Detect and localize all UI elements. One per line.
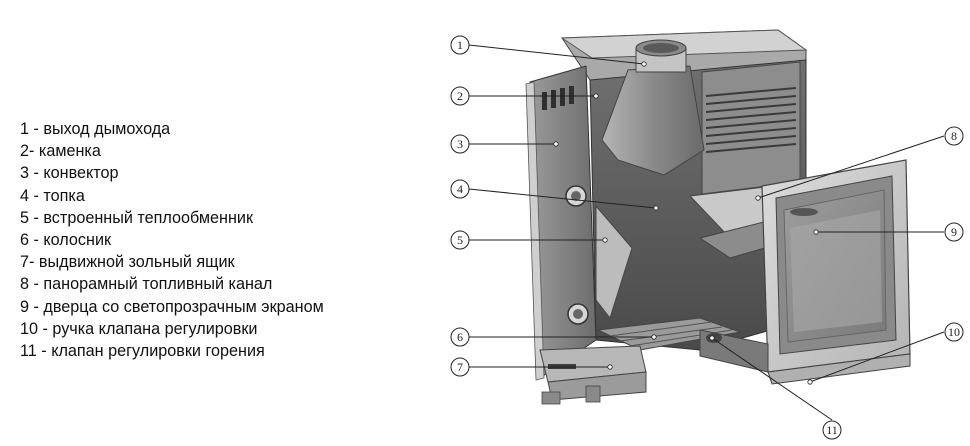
callouts: 1 2 3 4 5 6 7 8 xyxy=(450,35,964,440)
door-handle-icon xyxy=(790,208,818,216)
leader-dots xyxy=(553,61,819,385)
legend-item-1: 1 - выход дымохода xyxy=(20,120,171,138)
svg-text:6: 6 xyxy=(457,330,463,344)
callout-10: 10 xyxy=(944,322,964,342)
svg-text:9: 9 xyxy=(951,225,957,239)
legend-item-11: 11 - клапан регулировки горения xyxy=(20,342,265,361)
callout-1: 1 xyxy=(450,35,470,55)
legend-item-9: 9 - дверца со светопрозрачным экраном xyxy=(20,297,324,316)
svg-text:1: 1 xyxy=(457,38,463,52)
svg-text:11: 11 xyxy=(826,423,838,437)
callout-5: 5 xyxy=(450,230,470,250)
svg-text:7: 7 xyxy=(457,360,463,374)
svg-text:4: 4 xyxy=(457,182,463,196)
callout-2: 2 xyxy=(450,86,470,106)
legend-item-6: 6 - колосник xyxy=(20,231,112,250)
callout-9: 9 xyxy=(944,222,964,242)
leader-lines xyxy=(468,44,945,421)
callout-11: 11 xyxy=(822,420,842,440)
legend-list: 1 - выход дымохода 2- каменка 3 - конвек… xyxy=(20,118,324,362)
legend-item-7: 7- выдвижной зольный ящик xyxy=(20,253,235,272)
legend-item-5: 5 - встроенный теплообменник xyxy=(20,208,254,227)
callout-3: 3 xyxy=(450,134,470,154)
legend-item-8: 8 - панорамный топливный канал xyxy=(20,275,273,294)
legend-item-3: 3 - конвектор xyxy=(20,164,119,183)
callout-7: 7 xyxy=(450,357,470,377)
legend-item-4: 4 - топка xyxy=(20,186,85,205)
callout-8: 8 xyxy=(944,126,964,146)
svg-text:10: 10 xyxy=(948,325,960,339)
legend-item-2: 2- каменка xyxy=(20,142,101,161)
side-vent-slots xyxy=(542,86,574,110)
svg-text:2: 2 xyxy=(457,89,463,103)
svg-text:3: 3 xyxy=(457,137,463,151)
rear-vent-slots xyxy=(705,87,797,153)
legend-item-10: 10 - ручка клапана регулировки xyxy=(20,319,258,338)
svg-text:5: 5 xyxy=(457,233,463,247)
svg-text:8: 8 xyxy=(951,129,957,143)
stove-illustration xyxy=(525,29,911,405)
callout-6: 6 xyxy=(450,327,470,347)
callout-4: 4 xyxy=(450,179,470,199)
